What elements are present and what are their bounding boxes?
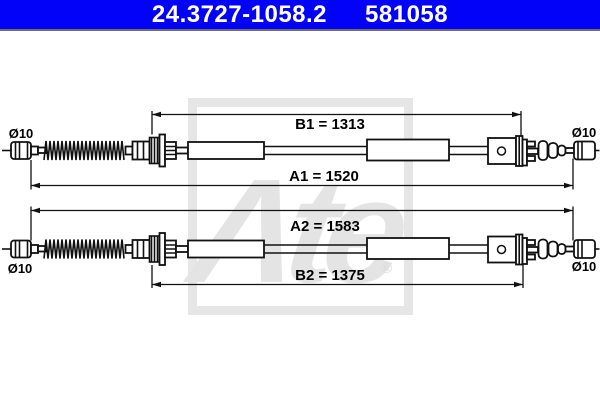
ate-watermark-frame	[188, 98, 413, 315]
diameter-label-cable2-right: Ø10	[572, 259, 597, 274]
ate-watermark-registered-icon: ®	[381, 260, 393, 277]
arrow-right-icon	[564, 182, 573, 189]
arrow-right-icon	[564, 207, 573, 214]
dim-b2-label: B2 = 1375	[295, 267, 365, 284]
part-number-label: 24.3727-1058.2	[151, 1, 328, 28]
arrow-left-icon	[152, 281, 161, 288]
dimension-b2: B2 = 1375	[151, 264, 524, 288]
dimension-a2: A2 = 1583	[30, 206, 574, 241]
dim-b1-label: B1 = 1313	[295, 116, 365, 133]
arrow-left-icon	[31, 207, 40, 214]
diameter-label-cable1-left: Ø10	[9, 126, 34, 141]
cable-drawing-1	[1, 133, 600, 168]
part-number-header: 24.3727-1058.2 581058	[0, 0, 600, 31]
arrow-right-icon	[514, 281, 523, 288]
arrow-left-icon	[31, 182, 40, 189]
dim-a1-label: A1 = 1520	[289, 168, 359, 185]
dimension-b1: B1 = 1313	[151, 111, 522, 136]
cable-drawing-2	[1, 232, 600, 266]
arrow-left-icon	[152, 111, 161, 118]
dimension-a1: A1 = 1520	[30, 158, 574, 190]
diameter-label-cable1-right: Ø10	[572, 125, 597, 140]
dim-a2-label: A2 = 1583	[290, 218, 360, 235]
arrow-right-icon	[512, 111, 521, 118]
diameter-label-cable2-left: Ø10	[8, 261, 33, 276]
reference-number-label: 581058	[365, 1, 449, 28]
